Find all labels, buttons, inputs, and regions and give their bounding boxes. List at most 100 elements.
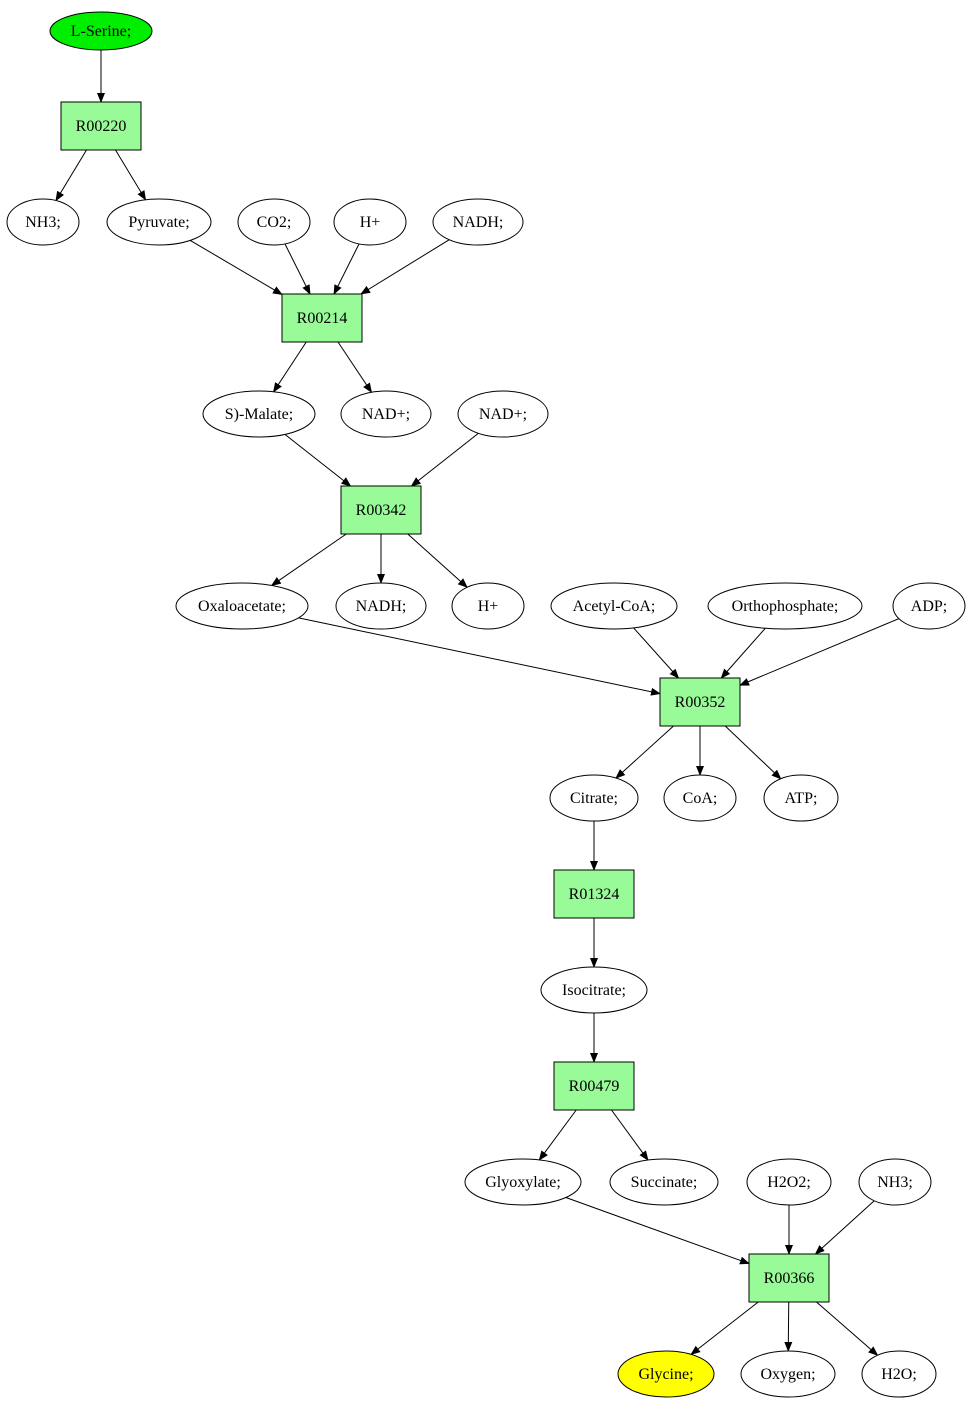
compound-node-h2o: H2O; bbox=[861, 1350, 937, 1398]
node-label: L-Serine; bbox=[71, 23, 131, 40]
node-label: NAD+; bbox=[479, 406, 527, 423]
compound-node-orthophosphate: Orthophosphate; bbox=[707, 582, 863, 630]
compound-node-l_serine: L-Serine; bbox=[49, 11, 153, 51]
edge-hplus_1-to-r00214 bbox=[333, 243, 360, 295]
edge-r00220-to-nh3_1 bbox=[55, 149, 87, 202]
node-label: Glyoxylate; bbox=[485, 1174, 561, 1191]
compound-node-succinate: Succinate; bbox=[609, 1158, 719, 1206]
edge-r00366-to-glycine bbox=[690, 1301, 759, 1356]
compound-node-co2: CO2; bbox=[237, 198, 311, 246]
compound-node-oxaloacetate: Oxaloacetate; bbox=[175, 582, 309, 630]
edge-orthophosphate-to-r00352 bbox=[720, 627, 766, 679]
edge-glyoxylate-to-r00366 bbox=[565, 1197, 750, 1265]
node-label: Oxygen; bbox=[760, 1366, 815, 1383]
node-label: ADP; bbox=[911, 598, 947, 615]
reaction-node-r01324: R01324 bbox=[553, 869, 635, 919]
reaction-node-r00342: R00342 bbox=[340, 485, 422, 535]
edge-r00342-to-hplus_2 bbox=[407, 533, 468, 588]
compound-node-oxygen: Oxygen; bbox=[740, 1350, 836, 1398]
compound-ellipse bbox=[237, 198, 311, 246]
compound-node-acetyl_coa: Acetyl-CoA; bbox=[550, 582, 678, 630]
compound-ellipse bbox=[617, 1350, 715, 1398]
edge-r00479-to-succinate bbox=[611, 1109, 649, 1161]
compound-ellipse bbox=[451, 582, 525, 630]
compound-ellipse bbox=[663, 774, 737, 822]
reaction-box bbox=[340, 485, 422, 535]
node-label: CoA; bbox=[683, 790, 718, 807]
edge-r00479-to-glyoxylate bbox=[538, 1109, 577, 1161]
compound-node-s_malate: S)-Malate; bbox=[202, 390, 316, 438]
compound-node-isocitrate: Isocitrate; bbox=[540, 966, 648, 1014]
compound-ellipse bbox=[6, 198, 80, 246]
node-label: H2O2; bbox=[767, 1174, 811, 1191]
compound-ellipse bbox=[49, 11, 153, 51]
edge-r00366-to-h2o bbox=[816, 1301, 879, 1356]
reaction-box bbox=[553, 869, 635, 919]
compound-ellipse bbox=[746, 1158, 832, 1206]
edge-nh3_2-to-r00366 bbox=[814, 1200, 875, 1255]
edge-co2-to-r00214 bbox=[284, 243, 311, 295]
edge-r00352-to-atp bbox=[724, 725, 782, 780]
compound-node-nadh_1: NADH; bbox=[432, 198, 524, 246]
compound-node-nh3_1: NH3; bbox=[6, 198, 80, 246]
edge-adp-to-r00352 bbox=[739, 618, 900, 686]
compound-ellipse bbox=[763, 774, 839, 822]
node-label: R00220 bbox=[76, 118, 127, 135]
compound-node-adp: ADP; bbox=[892, 582, 966, 630]
node-label: Citrate; bbox=[570, 790, 618, 807]
edge-pyruvate-to-r00214 bbox=[189, 239, 283, 295]
edge-r00220-to-pyruvate bbox=[115, 149, 147, 201]
reaction-node-r00366: R00366 bbox=[748, 1253, 830, 1303]
compound-ellipse bbox=[892, 582, 966, 630]
compound-ellipse bbox=[540, 966, 648, 1014]
node-label: H2O; bbox=[881, 1366, 917, 1383]
compound-ellipse bbox=[861, 1350, 937, 1398]
node-label: Pyruvate; bbox=[128, 214, 189, 231]
edge-oxaloacetate-to-r00352 bbox=[298, 617, 661, 696]
compound-node-coa: CoA; bbox=[663, 774, 737, 822]
compound-ellipse bbox=[550, 582, 678, 630]
compound-ellipse bbox=[457, 390, 549, 438]
compound-ellipse bbox=[707, 582, 863, 630]
compound-node-atp: ATP; bbox=[763, 774, 839, 822]
node-label: R00342 bbox=[356, 502, 407, 519]
compound-ellipse bbox=[432, 198, 524, 246]
compound-ellipse bbox=[333, 198, 407, 246]
reaction-box bbox=[659, 677, 741, 727]
compound-node-glycine: Glycine; bbox=[617, 1350, 715, 1398]
compound-node-nadplus_2: NAD+; bbox=[457, 390, 549, 438]
node-label: R00479 bbox=[569, 1078, 620, 1095]
node-label: S)-Malate; bbox=[225, 406, 293, 423]
node-label: R00352 bbox=[675, 694, 726, 711]
edge-s_malate-to-r00342 bbox=[284, 433, 352, 487]
edge-r00342-to-oxaloacetate bbox=[270, 533, 347, 587]
edge-r00214-to-nadplus_1 bbox=[337, 341, 373, 394]
edges-layer bbox=[55, 50, 900, 1356]
node-label: NADH; bbox=[356, 598, 407, 615]
reaction-node-r00352: R00352 bbox=[659, 677, 741, 727]
compound-ellipse bbox=[464, 1158, 582, 1206]
compound-ellipse bbox=[858, 1158, 932, 1206]
edge-r00366-to-oxygen bbox=[784, 1301, 793, 1353]
edge-r00352-to-citrate bbox=[615, 725, 674, 779]
node-label: R00366 bbox=[764, 1270, 815, 1287]
node-label: Acetyl-CoA; bbox=[573, 598, 656, 615]
reaction-node-r00479: R00479 bbox=[553, 1061, 635, 1111]
node-label: NH3; bbox=[25, 214, 61, 231]
compound-ellipse bbox=[106, 198, 212, 246]
compound-ellipse bbox=[549, 774, 639, 822]
reaction-box bbox=[553, 1061, 635, 1111]
reaction-box bbox=[60, 101, 142, 151]
compound-node-citrate: Citrate; bbox=[549, 774, 639, 822]
edge-r00214-to-s_malate bbox=[273, 341, 307, 393]
node-label: NH3; bbox=[877, 1174, 913, 1191]
node-label: Glycine; bbox=[638, 1366, 693, 1383]
edge-acetyl_coa-to-r00352 bbox=[633, 627, 680, 679]
reaction-box bbox=[748, 1253, 830, 1303]
compound-node-hplus_2: H+ bbox=[451, 582, 525, 630]
compound-node-nadplus_1: NAD+; bbox=[340, 390, 432, 438]
reaction-node-r00220: R00220 bbox=[60, 101, 142, 151]
edge-nadplus_2-to-r00342 bbox=[410, 432, 479, 487]
reaction-box bbox=[281, 293, 363, 343]
